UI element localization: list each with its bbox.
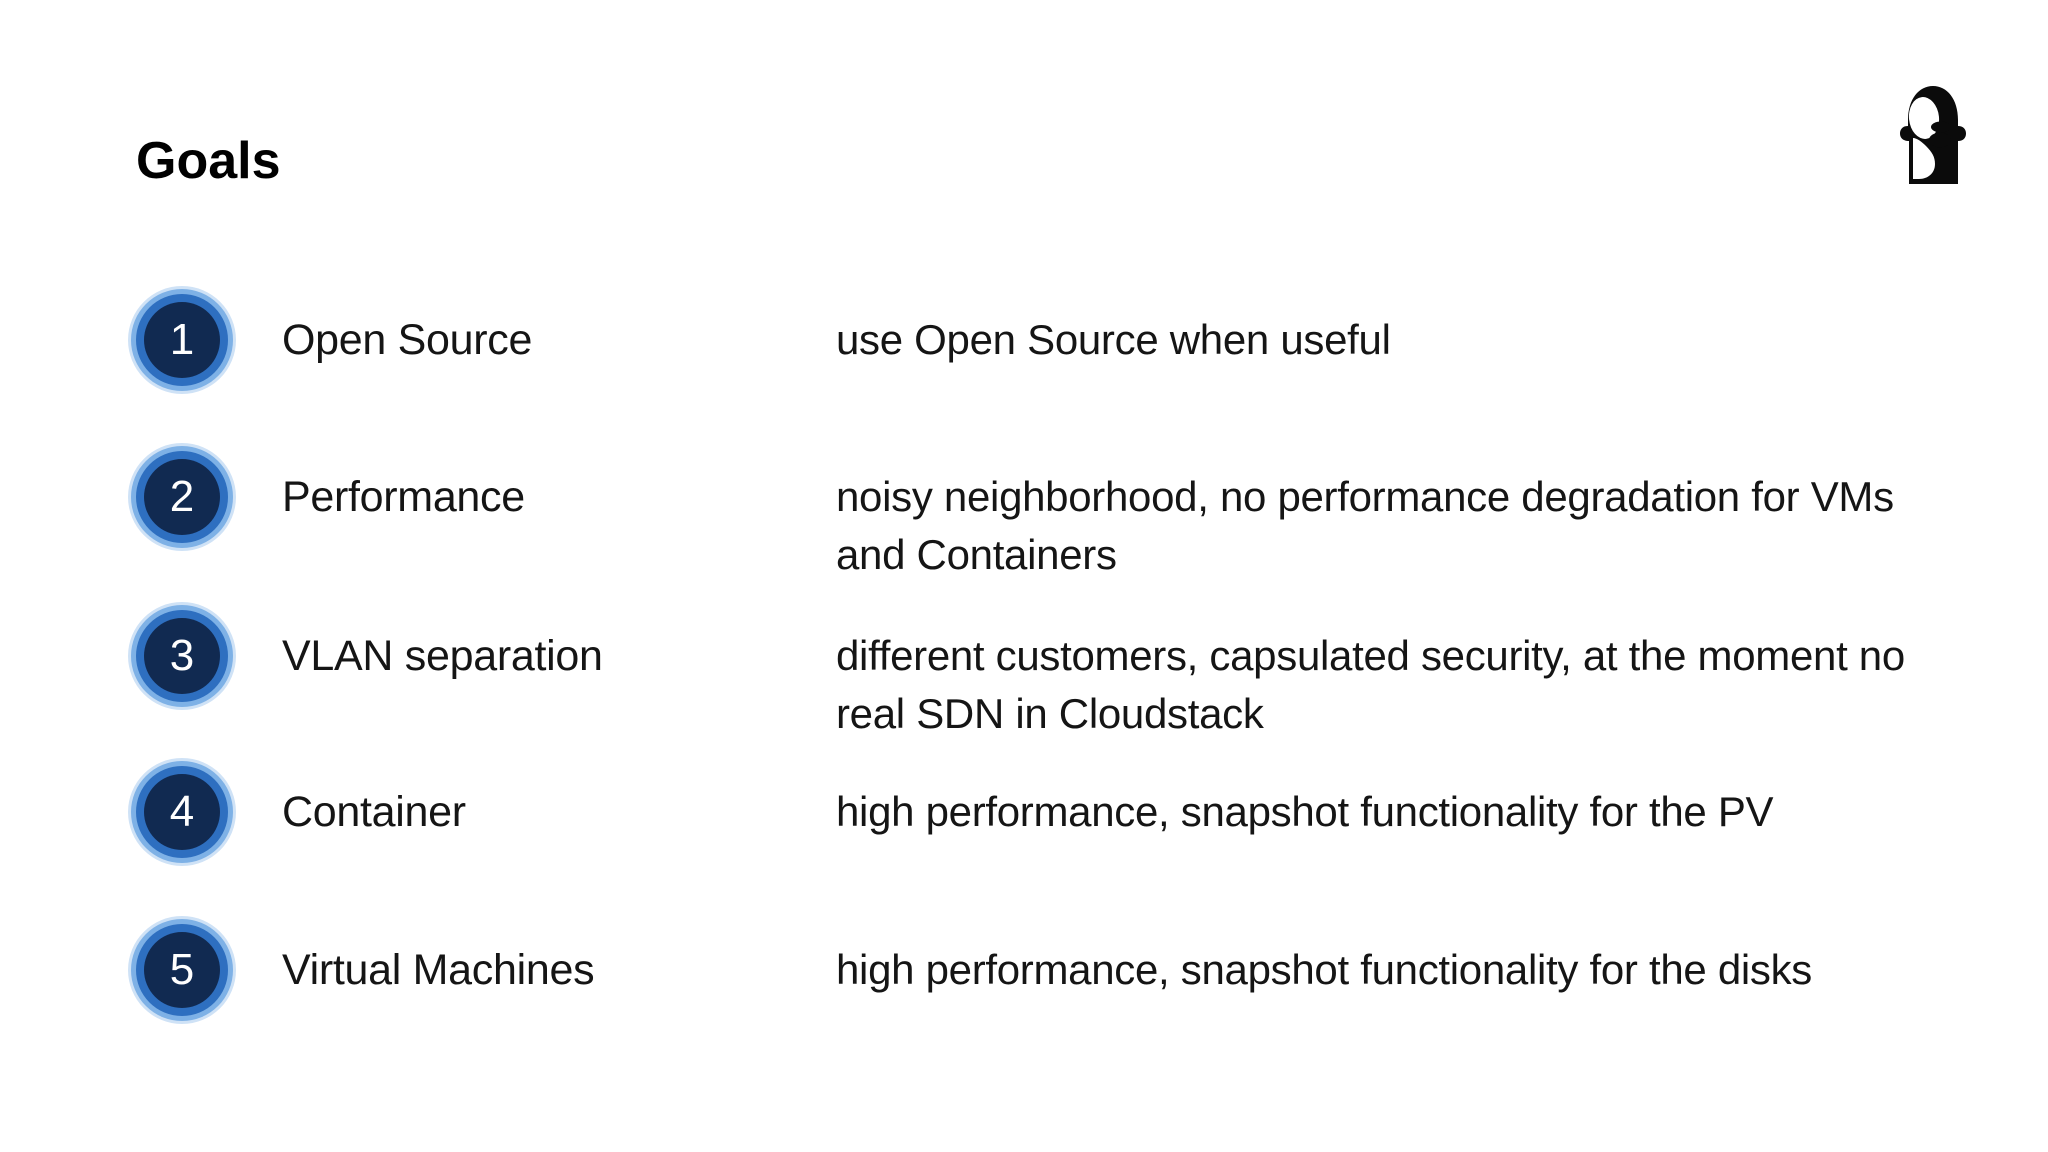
goal-row: 4 Container high performance, snapshot f… [0, 762, 2048, 862]
goal-row: 2 Performance noisy neighborhood, no per… [0, 447, 2048, 578]
goal-row: 5 Virtual Machines high performance, sna… [0, 920, 2048, 1020]
goal-term: Open Source [282, 316, 533, 364]
goal-row: 3 VLAN separation different customers, c… [0, 606, 2048, 737]
goal-number-badge: 4 [144, 774, 220, 850]
goal-term: Container [282, 788, 466, 836]
goal-description: use Open Source when useful [836, 316, 1391, 363]
goal-number-badge: 1 [144, 302, 220, 378]
goal-description: high performance, snapshot functionality… [836, 946, 1813, 993]
goal-term: Performance [282, 473, 525, 521]
page-title: Goals [136, 132, 281, 190]
goal-number-badge: 5 [144, 932, 220, 1008]
goal-description: noisy neighborhood, no performance degra… [836, 473, 1894, 578]
goal-term: Virtual Machines [282, 946, 595, 994]
goal-description: high performance, snapshot functionality… [836, 788, 1774, 835]
head-silhouette-logo-icon [1900, 86, 1966, 184]
goal-description: different customers, capsulated security… [836, 632, 1905, 737]
goal-term: VLAN separation [282, 632, 603, 680]
goal-number-badge: 3 [144, 618, 220, 694]
goal-number-badge: 2 [144, 459, 220, 535]
goal-row: 1 Open Source use Open Source when usefu… [0, 290, 2048, 390]
